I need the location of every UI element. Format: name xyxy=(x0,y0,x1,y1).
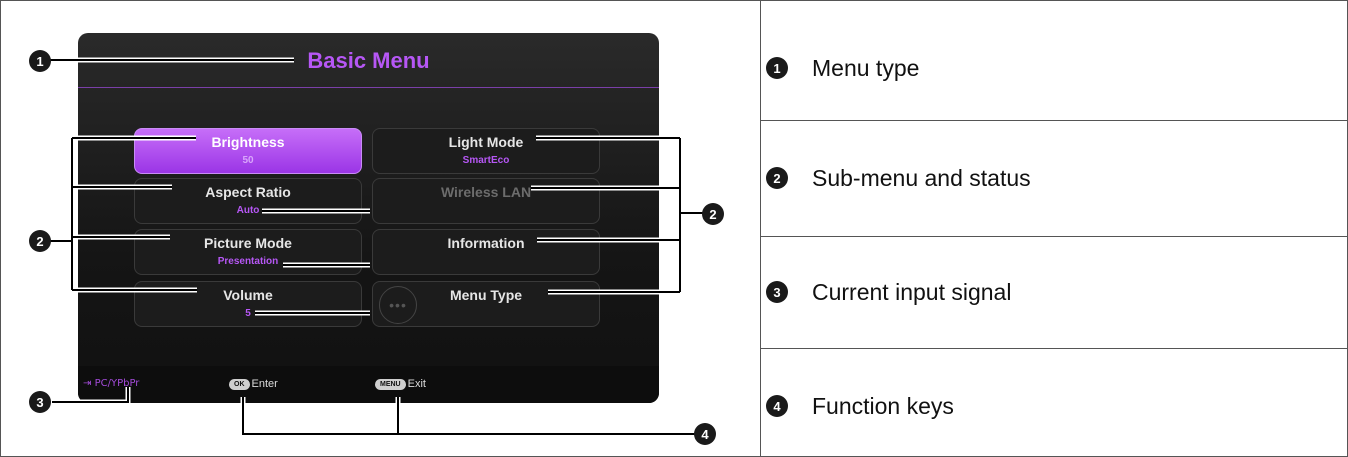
exit-key[interactable]: MENU Exit xyxy=(375,378,426,390)
menu-item-label: Picture Mode xyxy=(204,235,292,251)
column-divider xyxy=(760,0,761,457)
legend-row-function-keys: 4 Function keys xyxy=(760,383,1348,429)
legend-number: 3 xyxy=(766,281,788,303)
enter-key[interactable]: OK Enter xyxy=(229,378,278,390)
menu-item-picture-mode[interactable]: Picture Mode Presentation xyxy=(134,229,362,275)
menu-item-value: Auto xyxy=(236,205,260,216)
legend-row-input-signal: 3 Current input signal xyxy=(760,269,1348,315)
legend-row-sub-menu: 2 Sub-menu and status xyxy=(760,155,1348,201)
menu-item-brightness[interactable]: Brightness 50 xyxy=(134,128,362,174)
callout-lines xyxy=(48,57,712,437)
function-key-bar: ⇥ PC/YPbPr OK Enter MENU Exit xyxy=(78,366,659,403)
callout-4: 4 xyxy=(694,423,716,445)
menu-item-information[interactable]: Information xyxy=(372,229,600,275)
input-signal: ⇥ PC/YPbPr xyxy=(83,378,139,389)
menu-item-value: SmartEco xyxy=(462,155,510,166)
row-divider xyxy=(760,348,1348,349)
menu-item-aspect-ratio[interactable]: Aspect Ratio Auto xyxy=(134,178,362,224)
exit-key-label: Exit xyxy=(407,378,426,390)
menu-item-label: Menu Type xyxy=(449,287,523,303)
legend-text: Function keys xyxy=(812,392,954,419)
menu-item-label: Information xyxy=(447,235,525,251)
more-dots-icon: ••• xyxy=(379,286,417,324)
legend-number: 2 xyxy=(766,167,788,189)
input-signal-label: PC/YPbPr xyxy=(94,378,140,389)
menu-item-value: 5 xyxy=(245,308,251,319)
callout-2-left: 2 xyxy=(29,230,51,252)
callout-1: 1 xyxy=(29,50,51,72)
legend-text: Menu type xyxy=(812,54,920,81)
menu-key-icon: MENU xyxy=(375,378,406,390)
menu-item-value: Presentation xyxy=(217,256,279,267)
title-divider xyxy=(78,87,659,88)
basic-menu-osd: Basic Menu Brightness 50 Light Mode Smar… xyxy=(78,33,659,403)
enter-key-label: Enter xyxy=(251,378,278,390)
legend-text: Sub-menu and status xyxy=(812,164,1031,191)
row-divider xyxy=(760,236,1348,237)
menu-item-label: Volume xyxy=(223,287,273,303)
legend-number: 4 xyxy=(766,395,788,417)
menu-item-label: Wireless LAN xyxy=(440,184,532,200)
menu-item-label: Light Mode xyxy=(448,134,524,150)
input-arrow-icon: ⇥ xyxy=(83,378,92,389)
menu-item-menu-type[interactable]: ••• Menu Type xyxy=(372,281,600,327)
row-divider xyxy=(760,120,1348,121)
legend-text: Current input signal xyxy=(812,278,1012,305)
menu-title: Basic Menu xyxy=(307,48,430,73)
ok-key-icon: OK xyxy=(229,378,250,390)
legend-number: 1 xyxy=(766,57,788,79)
menu-item-label: Brightness xyxy=(211,134,285,150)
menu-item-label: Aspect Ratio xyxy=(205,184,291,200)
callout-2-right: 2 xyxy=(702,203,724,225)
legend-row-menu-type: 1 Menu type xyxy=(760,45,1348,91)
callout-3: 3 xyxy=(29,391,51,413)
menu-item-value: 50 xyxy=(242,155,254,166)
